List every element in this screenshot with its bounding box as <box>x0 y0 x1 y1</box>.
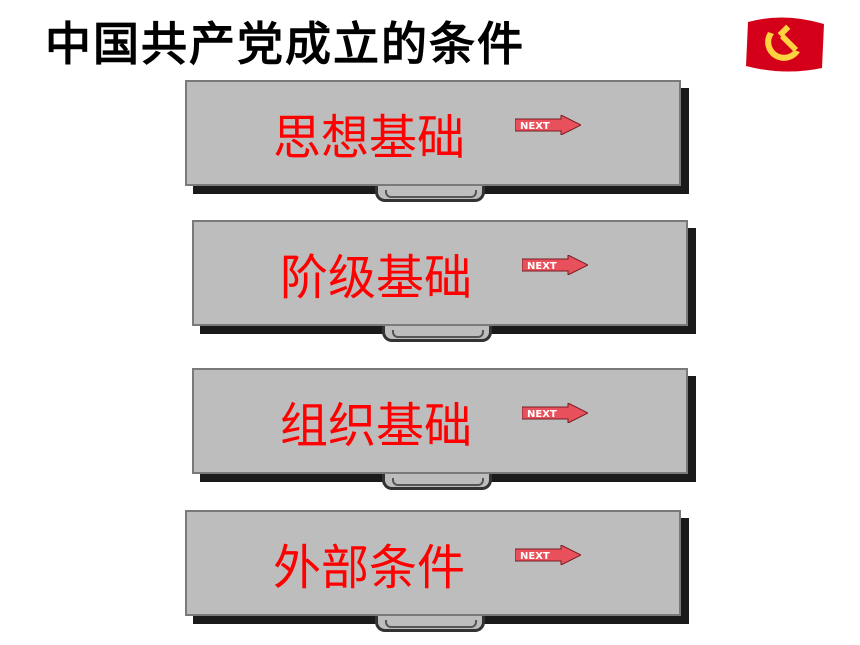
card-label: 组织基础 <box>280 398 473 454</box>
card-tab-inner <box>385 620 477 628</box>
next-arrow-text: NEXT <box>520 121 550 132</box>
card-face <box>192 220 688 326</box>
card-ideological-foundation[interactable]: 思想基础 NEXT <box>185 80 689 202</box>
card-tab-inner <box>385 190 477 198</box>
card-tab-inner <box>392 478 484 486</box>
card-face <box>192 368 688 474</box>
next-arrow-text: NEXT <box>520 551 550 562</box>
next-arrow-icon[interactable]: NEXT <box>522 403 588 423</box>
card-label: 外部条件 <box>273 540 466 596</box>
next-arrow-text: NEXT <box>527 261 557 272</box>
next-arrow-icon[interactable]: NEXT <box>522 255 588 275</box>
card-face <box>185 510 681 616</box>
card-class-foundation[interactable]: 阶级基础 NEXT <box>192 220 696 342</box>
card-external-conditions[interactable]: 外部条件 NEXT <box>185 510 689 632</box>
card-label: 思想基础 <box>273 110 466 166</box>
party-emblem-icon <box>738 14 830 76</box>
next-arrow-icon[interactable]: NEXT <box>515 545 581 565</box>
card-tab-inner <box>392 330 484 338</box>
card-organizational-foundation[interactable]: 组织基础 NEXT <box>192 368 696 490</box>
next-arrow-text: NEXT <box>527 409 557 420</box>
card-label: 阶级基础 <box>280 250 473 306</box>
page-title: 中国共产党成立的条件 <box>45 17 525 71</box>
next-arrow-icon[interactable]: NEXT <box>515 115 581 135</box>
card-face <box>185 80 681 186</box>
